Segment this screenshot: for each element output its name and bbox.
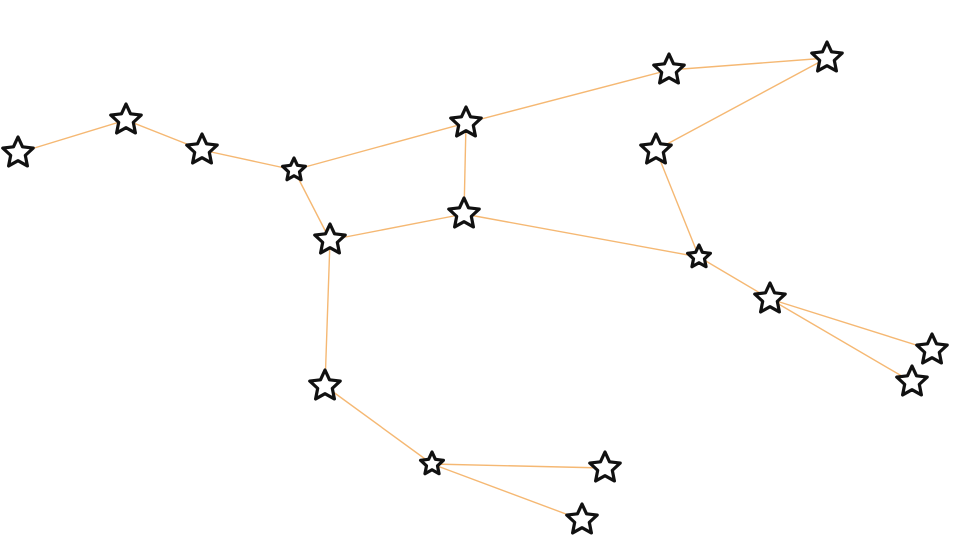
star-s18 bbox=[565, 502, 599, 535]
star-outline-icon bbox=[639, 132, 673, 165]
star-outline-icon bbox=[565, 502, 599, 535]
star-outline-icon bbox=[308, 368, 342, 401]
star-outline-icon bbox=[280, 156, 308, 182]
edge-s15-s16 bbox=[324, 385, 433, 465]
star-s3 bbox=[185, 132, 219, 165]
star-outline-icon bbox=[313, 222, 347, 255]
star-s2 bbox=[109, 102, 143, 135]
star-s13 bbox=[915, 332, 949, 365]
star-s9 bbox=[810, 40, 844, 73]
star-outline-icon bbox=[652, 52, 686, 85]
edge-s4-s5 bbox=[293, 122, 467, 171]
star-outline-icon bbox=[185, 132, 219, 165]
star-s4 bbox=[280, 156, 308, 182]
star-s11 bbox=[685, 243, 713, 269]
star-layer bbox=[1, 40, 949, 535]
edge-s1-s2 bbox=[17, 119, 127, 154]
star-s16 bbox=[418, 450, 446, 476]
star-s12 bbox=[753, 281, 787, 314]
edge-s7-s11 bbox=[463, 213, 700, 258]
edge-layer bbox=[17, 57, 933, 521]
star-outline-icon bbox=[753, 281, 787, 314]
edge-s4-s6 bbox=[293, 169, 331, 241]
edge-s6-s15 bbox=[324, 239, 331, 387]
edge-s6-s7 bbox=[329, 213, 465, 241]
star-outline-icon bbox=[449, 105, 483, 138]
edge-s12-s13 bbox=[769, 298, 933, 351]
star-s6 bbox=[313, 222, 347, 255]
star-s17 bbox=[588, 450, 622, 483]
star-s1 bbox=[1, 135, 35, 168]
star-s7 bbox=[447, 196, 481, 229]
edge-s8-s9 bbox=[668, 57, 828, 71]
edge-s9-s10 bbox=[655, 57, 828, 151]
edge-s11-s12 bbox=[698, 256, 771, 300]
star-outline-icon bbox=[418, 450, 446, 476]
edge-s16-s17 bbox=[431, 463, 606, 469]
edge-s5-s8 bbox=[465, 69, 670, 124]
star-outline-icon bbox=[109, 102, 143, 135]
star-s10 bbox=[639, 132, 673, 165]
star-outline-icon bbox=[685, 243, 713, 269]
star-outline-icon bbox=[895, 364, 929, 397]
star-s14 bbox=[895, 364, 929, 397]
star-s5 bbox=[449, 105, 483, 138]
star-outline-icon bbox=[915, 332, 949, 365]
edge-s10-s11 bbox=[655, 149, 700, 258]
star-outline-icon bbox=[447, 196, 481, 229]
edge-s12-s14 bbox=[769, 298, 913, 383]
star-outline-icon bbox=[810, 40, 844, 73]
star-outline-icon bbox=[1, 135, 35, 168]
star-s8 bbox=[652, 52, 686, 85]
edge-s3-s4 bbox=[201, 149, 295, 171]
star-outline-icon bbox=[588, 450, 622, 483]
star-s15 bbox=[308, 368, 342, 401]
edge-s16-s18 bbox=[431, 463, 583, 521]
